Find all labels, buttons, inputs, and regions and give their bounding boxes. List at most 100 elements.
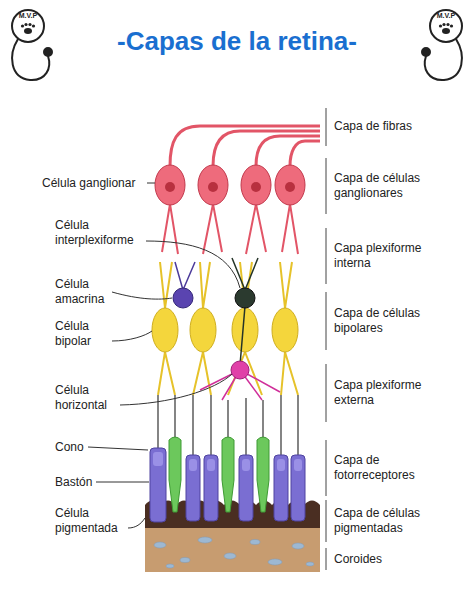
logo-text: M.V.P (14, 12, 42, 20)
choroid-cell (250, 540, 260, 545)
choroid-cell (198, 537, 212, 543)
choroid-cell (306, 562, 314, 566)
layer-bracket (326, 158, 327, 214)
cone (257, 437, 269, 512)
ganglion-cell (155, 165, 185, 205)
bipolar-axon (228, 352, 262, 395)
bipolar-cell (152, 308, 178, 352)
fibre (192, 395, 193, 455)
choroid-cell (292, 543, 304, 549)
stethoscope-head (44, 48, 52, 56)
choroid-cell (224, 553, 236, 559)
paw-toe (21, 24, 24, 27)
rod (274, 455, 288, 521)
fibre (157, 395, 158, 450)
cell-label: Célula amacrina (55, 277, 115, 307)
paw-toe (32, 24, 35, 27)
layer-bracket (326, 228, 327, 284)
cone (169, 437, 181, 512)
nucleus (251, 182, 261, 192)
layer-label: Capa de fibras (334, 119, 454, 134)
layer-bracket (326, 500, 327, 542)
leader-line (128, 518, 145, 528)
layer-bracket (326, 108, 327, 146)
layer-label: Capa plexiforme externa (334, 378, 434, 408)
fibre (210, 395, 211, 455)
layer-label: Coroides (334, 552, 434, 567)
dendrite (162, 204, 178, 254)
cell-label: Célula bipolar (55, 319, 115, 349)
leader-line (112, 331, 152, 341)
dendrite (246, 204, 266, 254)
choroid-cell (180, 558, 190, 563)
dendrite (203, 204, 222, 254)
cone (222, 437, 234, 512)
axon (290, 141, 320, 166)
stethoscope-tube (12, 39, 49, 80)
paw-toe (24, 23, 27, 26)
paw-toe (446, 23, 449, 26)
cell-label: Célula horizontal (55, 383, 119, 413)
rod-inner-segment (153, 452, 163, 466)
logo-text: M.V.P (432, 12, 460, 20)
nucleus (285, 182, 295, 192)
rod (204, 455, 218, 521)
leader-line (120, 374, 232, 405)
ganglion-cells (155, 165, 305, 205)
fibre (280, 395, 281, 455)
rod-inner-segment (242, 459, 250, 471)
layer-bracket (326, 548, 327, 570)
logo-ring (430, 10, 462, 42)
leader-line (112, 292, 172, 299)
cones (169, 437, 269, 512)
fibre (245, 398, 246, 455)
interneuron-processes (175, 258, 280, 400)
layer-label: Capa de fotorreceptores (334, 453, 434, 483)
rod (150, 448, 166, 522)
cell-label: Célula ganglionar (42, 176, 162, 191)
page-title: -Capas de la retina- (0, 26, 474, 56)
stethoscope-head (422, 48, 430, 56)
leader-line (147, 183, 155, 184)
layer-brackets (326, 108, 327, 570)
cell-label: Cono (55, 440, 95, 455)
amacrine-cell (173, 288, 193, 308)
bipolar-cells (152, 308, 298, 352)
paw-pad (24, 28, 32, 34)
layer-label: Capa de células bipolares (334, 306, 434, 336)
nucleus (165, 182, 175, 192)
paw-toe (450, 24, 453, 27)
cell-label: Célula pigmentada (55, 506, 127, 536)
layer-bracket (326, 292, 327, 350)
leader-line (96, 482, 149, 483)
choroid-cells (154, 537, 314, 568)
rod-inner-segment (189, 459, 197, 471)
layer-bracket (326, 440, 327, 496)
axon (213, 131, 320, 166)
bipolar-cell (190, 308, 216, 352)
logo-ring (12, 10, 44, 42)
bipolar-dendrite (200, 262, 210, 308)
rod-inner-segment (207, 459, 215, 471)
leader-line (88, 447, 148, 450)
rod (239, 455, 253, 521)
layer-label: Capa plexiforme interna (334, 241, 434, 271)
nucleus (208, 182, 218, 192)
layer-label: Capa de células pigmentadas (334, 506, 434, 536)
paw-toe (439, 24, 442, 27)
ganglion-dendrites (162, 204, 298, 254)
choroid-cell (268, 559, 282, 565)
layer-bracket (326, 364, 327, 422)
fibre (174, 395, 175, 440)
amacrine-process (175, 262, 195, 290)
choroid-cell (166, 564, 174, 568)
bipolar-dendrite (280, 262, 292, 308)
axon (256, 136, 320, 166)
choroid (145, 526, 320, 572)
ganglion-cell (198, 165, 228, 205)
leader-line (146, 241, 240, 288)
paw-toe (28, 23, 31, 26)
stethoscope-tube (425, 39, 462, 80)
interplexiform-process (232, 258, 258, 365)
cell-label: Célula interplexiforme (55, 218, 145, 248)
